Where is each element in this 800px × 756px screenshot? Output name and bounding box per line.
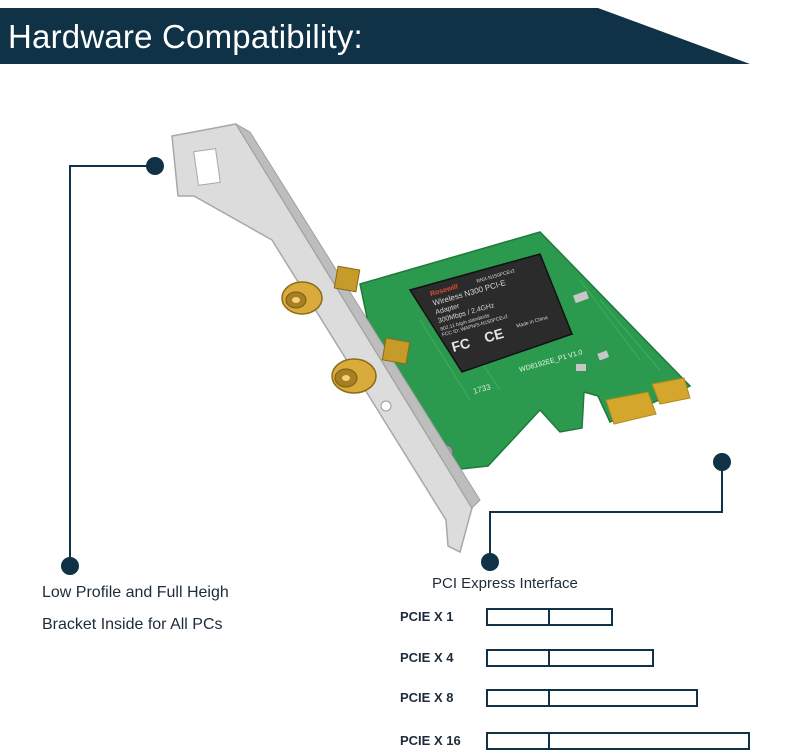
left-caption-line-1: Low Profile and Full Heigh	[42, 584, 229, 601]
pcie-slot-label: PCIE X 4	[400, 650, 454, 665]
banner-shape	[0, 8, 750, 64]
pcie-slot-label: PCIE X 1	[400, 609, 454, 624]
left-caption-line-2: Bracket Inside for All PCs	[42, 616, 223, 633]
pcie-slot-diagrams	[486, 608, 750, 750]
pcie-slot-label: PCIE X 16	[400, 733, 461, 748]
antenna-connector-bottom	[331, 337, 411, 394]
pcie-slot-bar	[486, 732, 750, 750]
svg-text:CE: CE	[482, 325, 505, 346]
pci-express-caption: PCI Express Interface	[432, 575, 578, 592]
pcie-slot-bar	[486, 649, 654, 667]
pcie-slot-bar	[486, 689, 698, 707]
callout-right	[489, 462, 723, 560]
callout-dot-top-right	[713, 453, 731, 471]
callout-dot-bottom-left	[61, 557, 79, 575]
wifi-module-chip: Rosewill RNX-N150PCEv2 Wireless N300 PCI…	[408, 253, 573, 373]
pcie-slot-label: PCIE X 8	[400, 690, 454, 705]
antenna-connector-top	[281, 265, 361, 315]
metal-bracket	[171, 123, 481, 554]
callout-dot-top-left	[146, 157, 164, 175]
callout-dot-bottom-right	[481, 553, 499, 571]
header-banner: Hardware Compatibility:	[0, 0, 800, 72]
callout-left	[69, 165, 155, 566]
product-illustration: Rosewill RNX-N150PCEv2 Wireless N300 PCI…	[61, 123, 750, 750]
svg-text:FC: FC	[450, 335, 472, 356]
page-title: Hardware Compatibility:	[8, 18, 363, 55]
